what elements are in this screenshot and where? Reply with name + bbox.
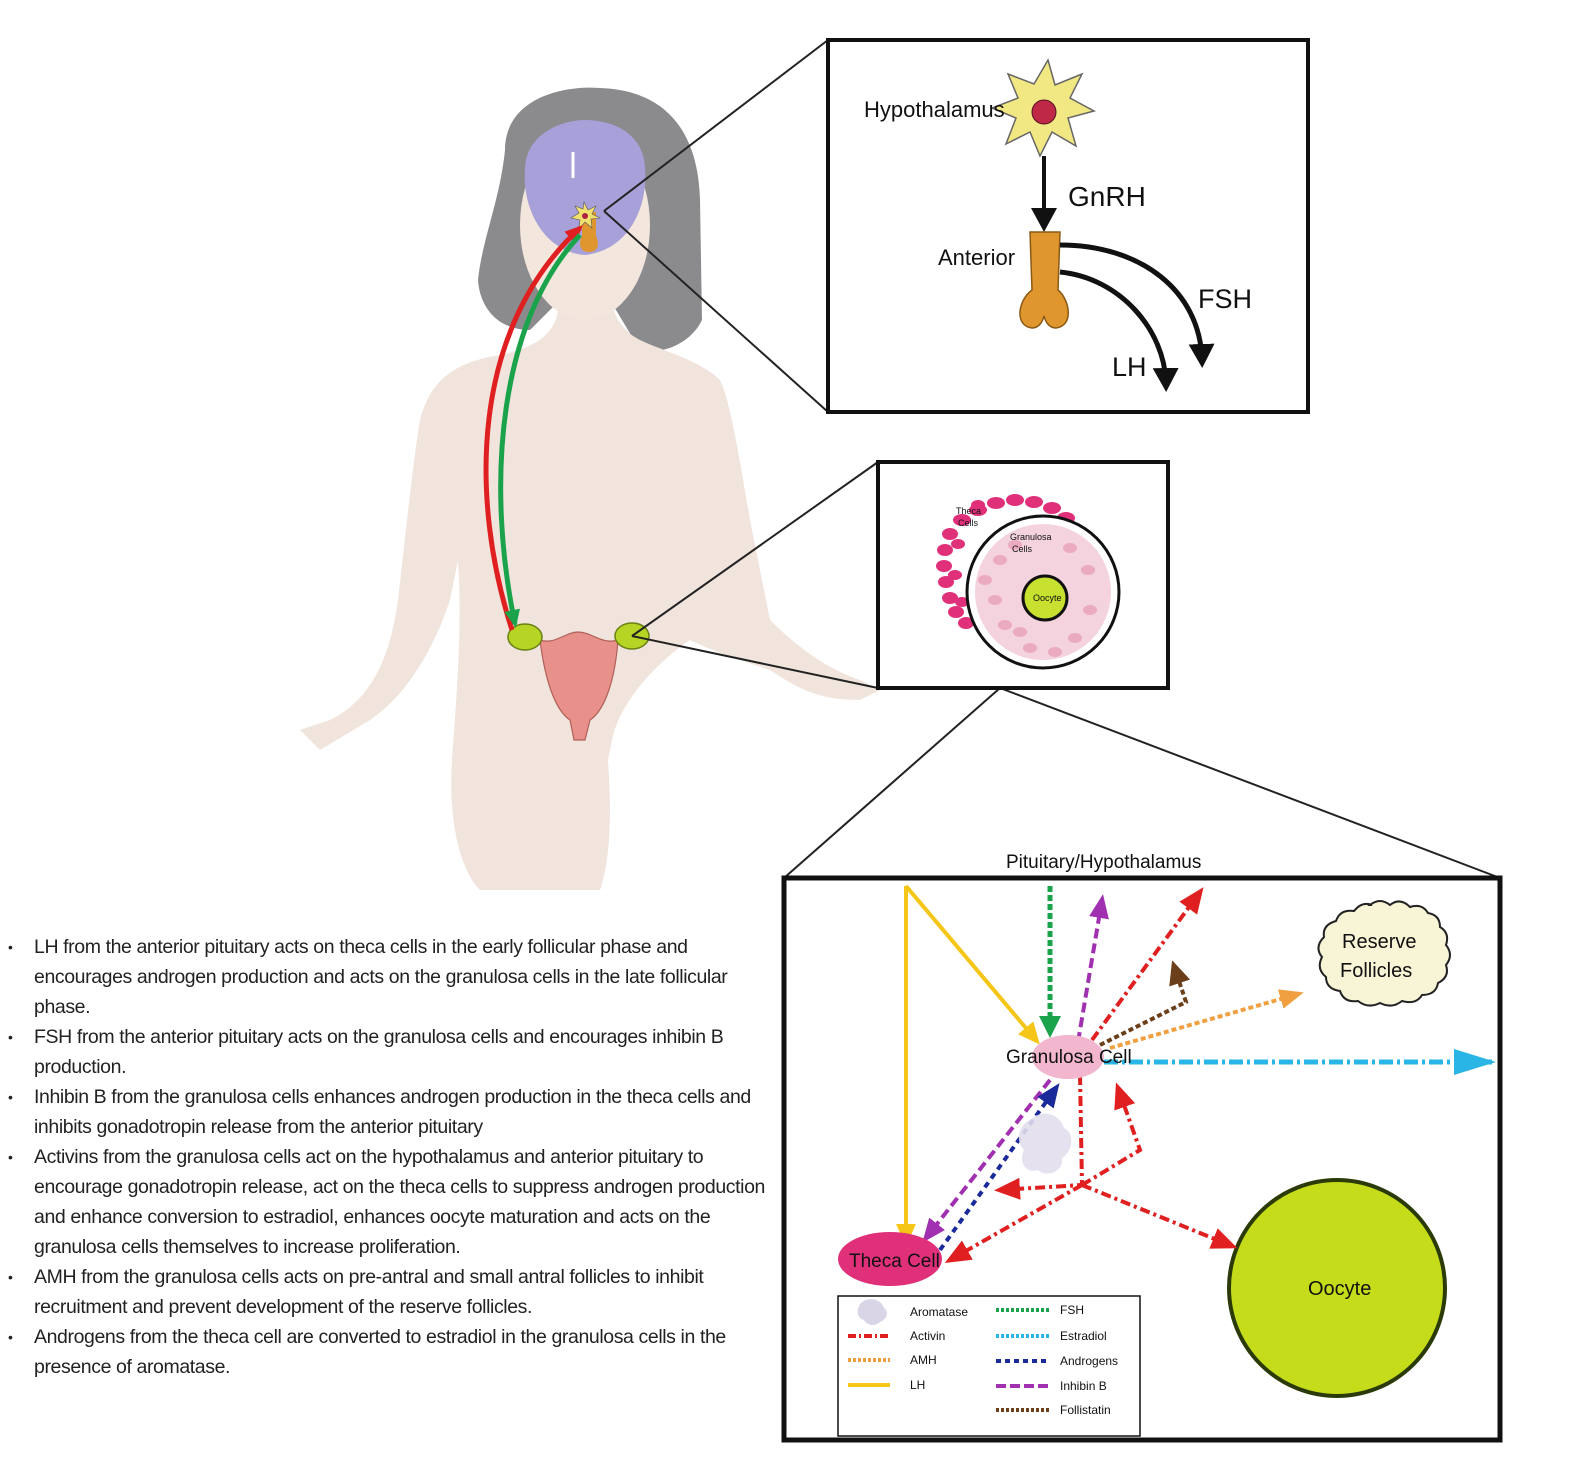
amh-arrow xyxy=(1109,989,1304,1050)
activin-oocyte-arrow xyxy=(1081,1183,1238,1249)
lh-label: LH xyxy=(1112,352,1147,382)
legend-estradiol: Estradiol xyxy=(1060,1329,1107,1343)
follicle-oocyte xyxy=(1021,574,1069,622)
brain-to-ovary-arrow xyxy=(498,233,582,628)
granulosa-cell xyxy=(1032,1035,1104,1079)
oocyte-cell xyxy=(1227,1178,1447,1398)
body-silhouette xyxy=(300,87,880,890)
fsh-label: FSH xyxy=(1198,284,1252,314)
activin-theca-arrow xyxy=(944,1183,1083,1263)
pituitary-gland xyxy=(1019,231,1069,329)
theca-label-2: Cells xyxy=(958,518,979,528)
zoom-lines xyxy=(603,39,1501,879)
lh-arrow xyxy=(1059,269,1179,392)
legend-aromatase-swatch xyxy=(857,1299,887,1326)
reserve-follicles xyxy=(1317,900,1451,1007)
theca-label-1: Theca xyxy=(956,506,981,516)
skin xyxy=(300,290,880,890)
granulosa-label-2: Cells xyxy=(1012,544,1033,554)
inhibin-theca-arrow xyxy=(922,1078,1052,1243)
ovary-to-brain-arrow xyxy=(483,225,583,631)
granulosa-cells xyxy=(978,540,1097,657)
inhibin-up-arrow xyxy=(1076,894,1109,1043)
signaling-panel: Pituitary/Hypothalamus Reserve Follicles… xyxy=(781,852,1503,1443)
aromatase-blob xyxy=(1018,1113,1072,1174)
hpo-panel: Hypothalamus GnRH Anterior FSH LH xyxy=(826,38,1310,414)
activin-up-arrow xyxy=(1090,887,1204,1042)
list-item: LH from the anterior pituitary acts on t… xyxy=(8,932,778,1022)
list-item: Androgens from the theca cell are conver… xyxy=(8,1322,778,1382)
follicle-panel: Theca Cells Granulosa Cells Oocyte xyxy=(876,460,1170,690)
explanation-list: LH from the anterior pituitary acts on t… xyxy=(8,932,778,1382)
legend-activin: Activin xyxy=(910,1329,945,1343)
anterior-label: Anterior xyxy=(938,245,1015,270)
legend-aromatase: Aromatase xyxy=(910,1305,968,1319)
activin-self-arrow xyxy=(1080,1082,1143,1187)
list-item: Activins from the granulosa cells act on… xyxy=(8,1142,778,1262)
follistatin-arrow xyxy=(1099,960,1191,1047)
androgens-arrow xyxy=(938,1083,1060,1252)
legend: Aromatase Activin AMH LH FSH Estradiol A… xyxy=(837,1295,1141,1437)
list-item: AMH from the granulosa cells acts on pre… xyxy=(8,1262,778,1322)
granulosa-cell-label: Granulosa Cell xyxy=(1006,1047,1132,1068)
hypothalamus-label: Hypothalamus xyxy=(864,97,1005,122)
pituitary-hypothalamus-label: Pituitary/Hypothalamus xyxy=(1006,852,1201,873)
uterus xyxy=(539,631,619,741)
reserve-label-1: Reserve xyxy=(1342,931,1416,953)
list-item: Inhibin B from the granulosa cells enhan… xyxy=(8,1082,778,1142)
legend-lh: LH xyxy=(910,1378,925,1392)
legend-inhibin-b: Inhibin B xyxy=(1060,1379,1107,1393)
legend-androgens: Androgens xyxy=(1060,1354,1118,1368)
gnrh-label: GnRH xyxy=(1068,181,1146,212)
follicle-oocyte-label: Oocyte xyxy=(1033,593,1062,603)
theca-cell xyxy=(838,1232,942,1286)
granulosa-label-1: Granulosa xyxy=(1010,532,1052,542)
legend-follistatin: Follistatin xyxy=(1060,1403,1111,1417)
theca-cell-label: Theca Cell xyxy=(849,1251,940,1272)
reserve-label-2: Follicles xyxy=(1340,960,1412,982)
legend-fsh: FSH xyxy=(1060,1303,1084,1317)
oocyte-label: Oocyte xyxy=(1308,1278,1371,1300)
fsh-arrow xyxy=(1059,242,1215,368)
lh-granulosa-arrow xyxy=(904,884,1040,1045)
list-item: FSH from the anterior pituitary acts on … xyxy=(8,1022,778,1082)
legend-amh: AMH xyxy=(910,1353,937,1367)
left-ovary xyxy=(507,623,543,651)
